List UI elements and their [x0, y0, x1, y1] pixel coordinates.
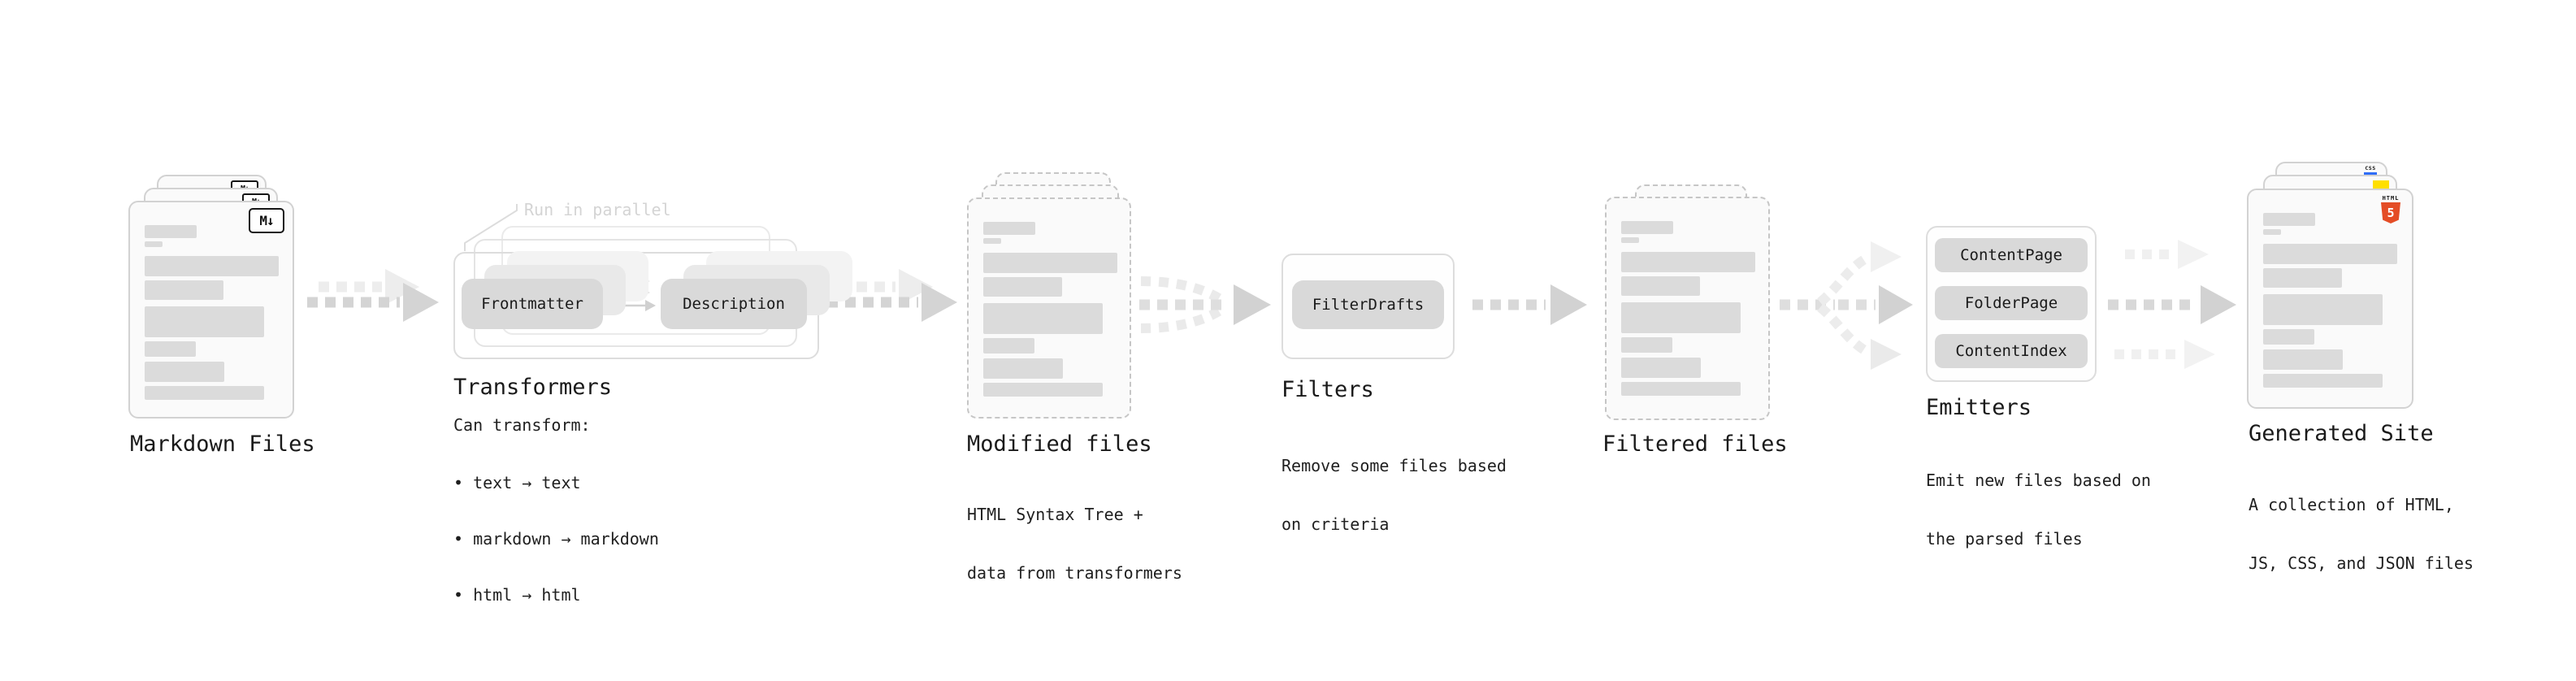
text-placeholder-bar: [145, 225, 197, 238]
stage-label-transformers: Transformers: [453, 375, 613, 400]
text-placeholder-bar: [983, 303, 1103, 334]
modified-files-description: HTML Syntax Tree + data from transformer…: [967, 466, 1182, 622]
text-placeholder-bar: [1621, 382, 1741, 396]
text-placeholder-bar: [2263, 213, 2315, 226]
text-placeholder-bar: [983, 222, 1035, 235]
transformers-description-title: Can transform:: [453, 415, 591, 435]
generated-file-card-front: HTML 5: [2247, 189, 2413, 409]
text-placeholder-bar: [983, 383, 1103, 397]
arrow-markdown-to-transformers: [307, 269, 439, 322]
frontmatter-chip: Frontmatter: [462, 279, 603, 329]
arrow-filtered-to-emitters: [1780, 241, 1913, 370]
text-placeholder-bar: [2263, 374, 2383, 388]
text-placeholder-bar: [2263, 229, 2281, 235]
stage-label-markdown-files: Markdown Files: [130, 432, 315, 457]
text-placeholder-bar: [2263, 268, 2342, 288]
stage-label-emitters: Emitters: [1926, 395, 2032, 420]
run-in-parallel-note: Run in parallel: [524, 200, 671, 219]
description-line: Remove some files based: [1281, 456, 1507, 475]
description-line: HTML Syntax Tree +: [967, 505, 1143, 524]
text-placeholder-bar: [145, 362, 224, 382]
text-placeholder-bar: [2263, 244, 2397, 264]
arrow-modified-to-filters: [1139, 276, 1271, 333]
text-placeholder-bar: [983, 338, 1034, 354]
text-placeholder-bar: [145, 280, 223, 300]
text-placeholder-bar: [145, 256, 279, 276]
css-icon: CSS: [2361, 166, 2379, 176]
stage-label-generated-site: Generated Site: [2249, 421, 2434, 446]
text-placeholder-bar: [983, 277, 1062, 297]
filtered-file-card-front: [1605, 197, 1770, 420]
modified-file-card-front: [967, 197, 1131, 419]
generated-site-description: A collection of HTML, JS, CSS, and JSON …: [2249, 456, 2474, 612]
folderpage-chip: FolderPage: [1935, 286, 2088, 320]
description-line: the parsed files: [1926, 529, 2083, 549]
text-placeholder-bar: [2263, 294, 2383, 325]
text-placeholder-bar: [2263, 349, 2343, 370]
bullet-item: • markdown → markdown: [453, 529, 659, 549]
contentindex-chip: ContentIndex: [1935, 334, 2088, 368]
run-in-parallel-leader-line: [464, 204, 518, 251]
filters-description: Remove some files based on criteria: [1281, 417, 1507, 573]
text-placeholder-bar: [145, 386, 264, 400]
markdown-file-card-front: M↓: [128, 201, 294, 419]
bullet-item: • text → text: [453, 473, 581, 492]
arrow-filters-to-filtered: [1472, 284, 1587, 325]
stage-label-filtered-files: Filtered files: [1602, 432, 1788, 457]
description-line: on criteria: [1281, 514, 1390, 534]
transformers-bullet-list: • text → text • markdown → markdown • ht…: [453, 436, 659, 642]
contentpage-chip: ContentPage: [1935, 238, 2088, 272]
text-placeholder-bar: [145, 241, 163, 247]
markdown-icon: M↓: [249, 208, 284, 233]
text-placeholder-bar: [983, 358, 1063, 379]
text-placeholder-bar: [983, 238, 1001, 244]
text-placeholder-bar: [145, 306, 264, 337]
text-placeholder-bar: [1621, 252, 1755, 272]
description-chip: Description: [661, 279, 807, 329]
description-line: JS, CSS, and JSON files: [2249, 553, 2474, 573]
text-placeholder-bar: [983, 253, 1117, 273]
arrow-emitters-to-generated: [2108, 240, 2236, 369]
bullet-item: • html → html: [453, 585, 581, 605]
text-placeholder-bar: [1621, 276, 1700, 296]
text-placeholder-bar: [1621, 302, 1741, 333]
javascript-icon: [2373, 180, 2389, 191]
text-placeholder-bar: [145, 341, 196, 357]
text-placeholder-bar: [2263, 329, 2314, 345]
description-line: A collection of HTML,: [2249, 495, 2454, 514]
html5-icon: HTML 5: [2379, 195, 2402, 223]
text-placeholder-bar: [1621, 237, 1639, 243]
text-placeholder-bar: [1621, 221, 1673, 234]
description-line: Emit new files based on: [1926, 471, 2151, 490]
filterdrafts-chip: FilterDrafts: [1292, 280, 1444, 329]
text-placeholder-bar: [1621, 358, 1701, 378]
text-placeholder-bar: [1621, 337, 1672, 353]
emitters-description: Emit new files based on the parsed files: [1926, 432, 2151, 588]
stage-label-filters: Filters: [1281, 377, 1374, 402]
description-line: data from transformers: [967, 563, 1182, 583]
stage-label-modified-files: Modified files: [967, 432, 1152, 457]
